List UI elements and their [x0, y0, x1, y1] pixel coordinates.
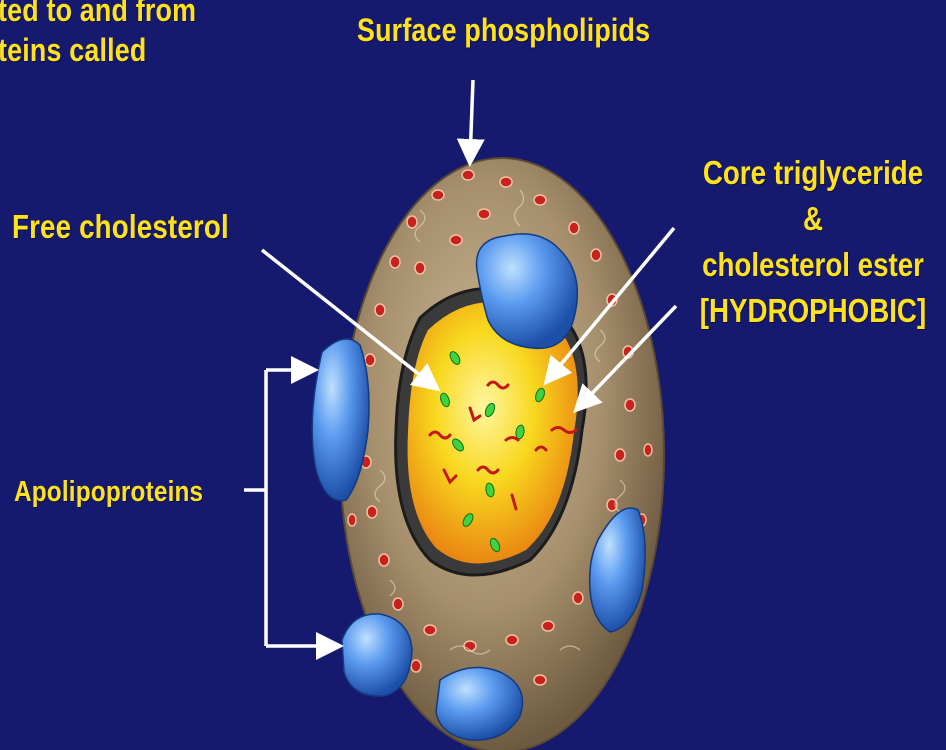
arrow-surface: [470, 80, 473, 160]
partial-top-line1: ted to and from: [0, 0, 196, 30]
partial-top-line2: teins called: [0, 30, 196, 70]
label-surface-phospholipids: Surface phospholipids: [357, 12, 650, 49]
label-core: Core triglyceride & cholesterol ester [H…: [691, 150, 935, 334]
core-line4: [HYDROPHOBIC]: [691, 288, 935, 334]
core-line2: &: [691, 196, 935, 242]
apoprotein-bottom: [436, 668, 523, 741]
core-line3: cholesterol ester: [691, 242, 935, 288]
partial-top-text: ted to and from teins called: [0, 0, 196, 70]
label-free-cholesterol: Free cholesterol: [12, 208, 229, 246]
apo-bracket: [244, 370, 266, 646]
label-apolipoproteins: Apolipoproteins: [14, 476, 203, 509]
core-line1: Core triglyceride: [691, 150, 935, 196]
apoprotein-bottom-left: [342, 614, 412, 696]
